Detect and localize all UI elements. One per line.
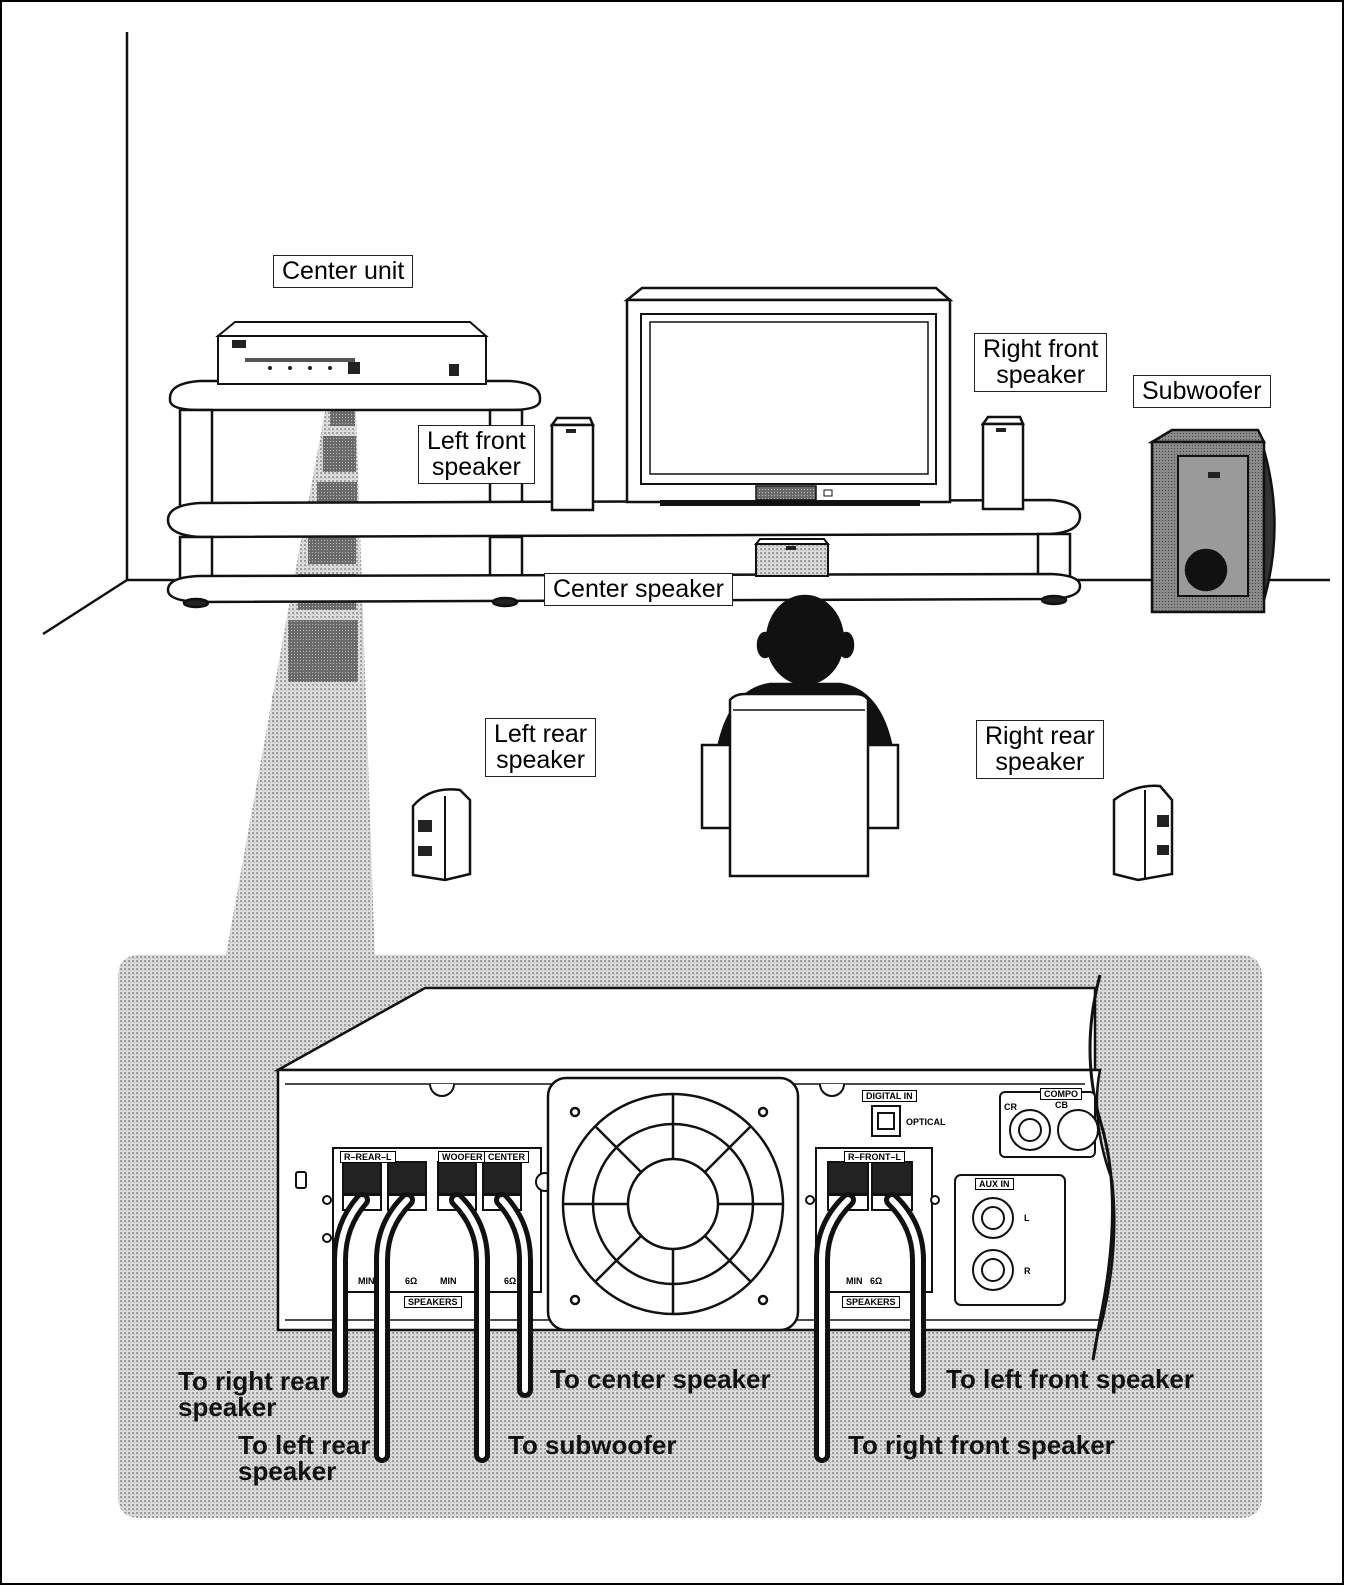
label-center-unit: Center unit [273,255,414,288]
optical-port [871,1105,901,1137]
caption-to-right-front: To right front speaker [848,1430,1115,1460]
panel-label-digital-in: DIGITAL IN [862,1090,917,1102]
rear-panel-inset [118,955,1262,1518]
panel-label-ohm-left: 6Ω [405,1276,418,1286]
component-jacks [999,1091,1099,1158]
caption-to-left-rear-line2: speaker [238,1456,337,1486]
caption-to-right-rear: To right rear speaker [178,1368,329,1420]
label-left-front-speaker: Left front speaker [418,425,535,484]
label-center-unit-text: Center unit [282,257,405,285]
panel-label-aux-l: L [1024,1213,1030,1223]
panel-label-woofer: WOOFER [438,1151,487,1163]
panel-label-component: COMPO [1040,1088,1083,1100]
caption-to-right-rear-line1: To right rear [178,1366,330,1396]
label-center-speaker: Center speaker [544,573,733,606]
television-drawing [623,286,954,506]
caption-to-subwoofer: To subwoofer [508,1430,677,1460]
center-speaker-drawing [753,538,831,577]
view-beam [225,385,375,960]
panel-label-speakers-left: SPEAKERS [404,1296,462,1308]
panel-label-aux-r: R [1024,1266,1031,1276]
label-subwoofer-text: Subwoofer [1142,377,1262,405]
label-left-front-line2: speaker [431,453,521,481]
caption-to-left-front: To left front speaker [946,1364,1195,1394]
panel-label-front-group: R–FRONT–L [844,1151,906,1163]
panel-label-center: CENTER [484,1151,530,1163]
panel-label-ohm-right: 6Ω [870,1276,883,1286]
speaker-cables [332,1192,926,1463]
subwoofer-drawing [1147,428,1276,614]
label-left-rear-line2: speaker [496,746,586,774]
left-front-speaker-drawing [549,416,595,512]
center-unit-drawing [215,321,489,385]
panel-label-ohm-mid: 6Ω [504,1276,517,1286]
caption-to-right-rear-line2: speaker [178,1392,277,1422]
panel-label-min-right: MIN [846,1276,863,1286]
caption-to-left-rear-line1: To left rear [238,1430,371,1460]
label-left-rear-speaker: Left rear speaker [485,718,597,777]
cooling-fan [546,1076,800,1332]
label-right-front-line1: Right front [983,335,1099,363]
panel-label-aux-in: AUX IN [975,1178,1014,1190]
right-front-speaker-drawing [980,415,1025,511]
label-left-front-line1: Left front [427,427,526,455]
label-right-rear-speaker: Right rear speaker [976,720,1104,779]
left-rear-speaker-drawing [411,788,472,882]
aux-in-jacks [954,1174,1066,1306]
panel-label-min-mid: MIN [440,1276,457,1286]
listener-drawing [700,594,900,878]
label-center-speaker-text: Center speaker [553,575,724,603]
right-rear-speaker-drawing [1112,784,1174,882]
panel-label-speakers-right: SPEAKERS [842,1296,900,1308]
label-right-front-line2: speaker [996,361,1086,389]
panel-label-cr: CR [1004,1102,1017,1112]
label-subwoofer: Subwoofer [1133,375,1271,408]
label-right-rear-line2: speaker [995,748,1085,776]
panel-label-cb: CB [1055,1100,1068,1110]
label-right-front-speaker: Right front speaker [974,333,1108,392]
label-right-rear-line1: Right rear [985,722,1095,750]
caption-to-left-rear: To left rear speaker [238,1432,370,1484]
label-left-rear-line1: Left rear [494,720,588,748]
panel-label-optical: OPTICAL [906,1117,946,1127]
panel-label-rear-group: R–REAR–L [340,1151,396,1163]
panel-label-min-left: MIN [358,1276,375,1286]
caption-to-center: To center speaker [550,1364,771,1394]
